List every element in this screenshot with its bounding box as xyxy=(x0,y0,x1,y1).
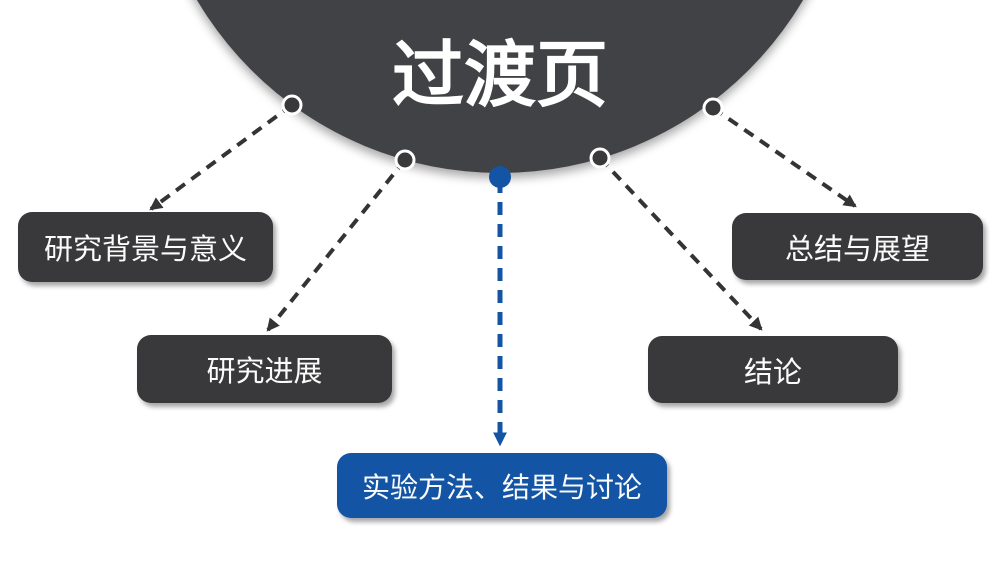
node-label: 研究背景与意义 xyxy=(43,234,247,266)
node-research-background: 研究背景与意义 xyxy=(18,212,273,282)
node-conclusion: 结论 xyxy=(648,336,898,403)
connector-dot-progress xyxy=(394,149,416,171)
node-summary-outlook: 总结与展望 xyxy=(732,213,983,280)
connector-dot-conclusion xyxy=(589,147,611,169)
node-label: 实验方法、结果与讨论 xyxy=(361,472,642,504)
connector-dot-background xyxy=(281,94,303,116)
connector-line-conclusion xyxy=(598,156,763,331)
connector-line-background xyxy=(149,103,294,211)
connector-line-progress xyxy=(266,158,407,332)
node-label: 结论 xyxy=(743,356,802,389)
node-research-progress: 研究进展 xyxy=(137,335,392,403)
connector-line-summary xyxy=(711,106,857,208)
node-label: 研究进展 xyxy=(206,356,323,388)
connector-dot-methods xyxy=(489,166,511,188)
connector-dot-summary xyxy=(702,97,724,119)
transition-circle xyxy=(197,0,803,173)
node-experimental-methods: 实验方法、结果与讨论 xyxy=(337,453,667,518)
slide-title: 过渡页 xyxy=(391,36,608,116)
node-label: 总结与展望 xyxy=(784,233,930,266)
